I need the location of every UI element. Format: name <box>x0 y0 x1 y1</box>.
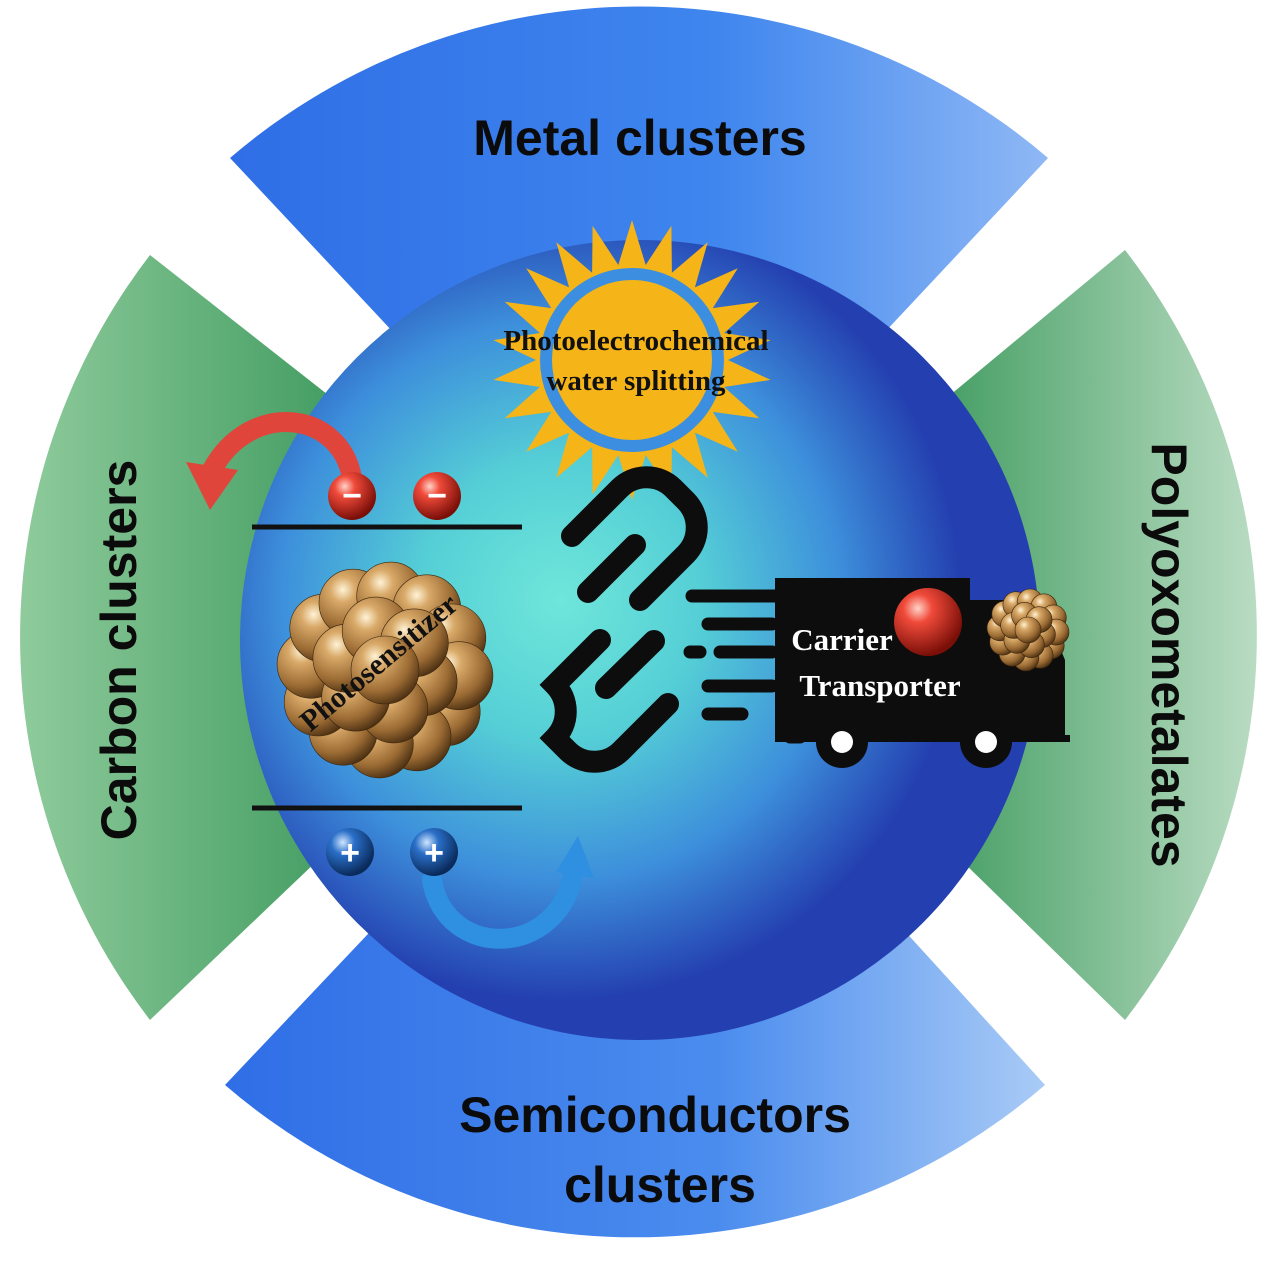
cluster-atom <box>350 635 420 705</box>
label-clusters: clusters <box>564 1157 756 1213</box>
label-semiconductors: Semiconductors <box>459 1087 851 1143</box>
truck-label-line1: Carrier <box>791 622 893 657</box>
negative-symbol: − <box>427 477 447 515</box>
positive-symbol: + <box>340 834 360 872</box>
sun-label-line2: water splitting <box>546 365 726 397</box>
photosensitizer-cluster <box>276 561 494 779</box>
hole-charge-2: + <box>410 828 458 876</box>
label-polyoxometalates: Polyoxometalates <box>1141 442 1197 867</box>
label-carbon-clusters: Carbon clusters <box>91 460 147 841</box>
chain-link-icon <box>539 466 708 773</box>
segment-left-carbon <box>20 255 360 1020</box>
electron-charge-2: − <box>413 472 461 520</box>
negative-symbol: − <box>342 477 362 515</box>
carrier-ball <box>894 588 962 656</box>
electron-transfer-arrow <box>186 412 362 510</box>
sun-label-line1: Photoelectrochemical <box>503 325 768 357</box>
hole-transfer-arrow <box>422 836 594 949</box>
segment-top-metal <box>230 6 1048 382</box>
electron-charge-1: − <box>328 472 376 520</box>
small-cluster <box>986 588 1070 672</box>
sun-icon <box>493 220 771 500</box>
cluster-atom <box>1014 616 1042 644</box>
label-metal-clusters: Metal clusters <box>473 110 806 166</box>
segment-right-polyoxometalates <box>920 250 1257 1020</box>
truck-label-line2: Transporter <box>799 668 961 703</box>
hole-charge-1: + <box>326 828 374 876</box>
positive-symbol: + <box>424 834 444 872</box>
